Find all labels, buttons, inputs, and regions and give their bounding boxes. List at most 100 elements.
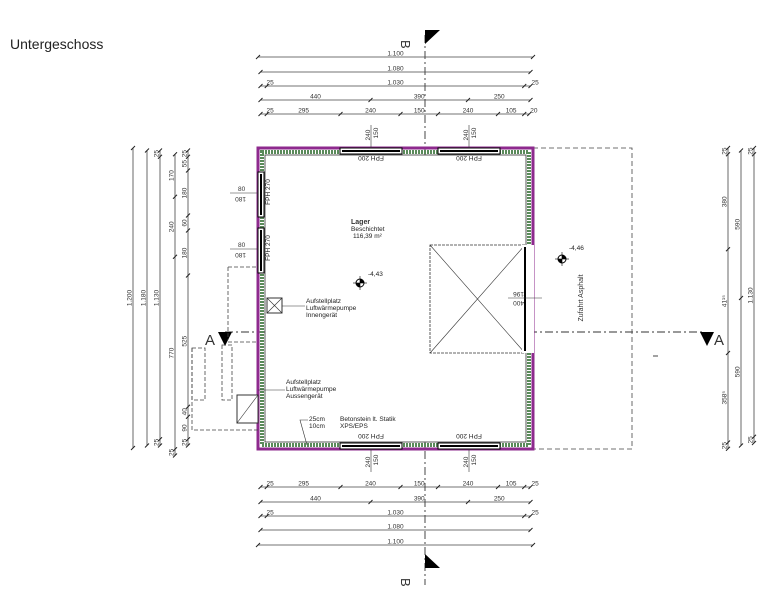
dimension-tick: [130, 145, 136, 151]
dimension-label: 770: [169, 347, 176, 358]
inner-wall: [264, 154, 527, 443]
dimension-label: 25: [267, 108, 275, 115]
dimension-label: 590: [735, 366, 742, 377]
dimension-label: 525: [182, 335, 189, 346]
dimension-label: 25: [182, 150, 189, 158]
dimension-tick: [258, 527, 263, 533]
window-top-1: [339, 147, 403, 155]
dimension-tick: [144, 443, 150, 448]
svg-text:Aufstellplatz: Aufstellplatz: [286, 379, 321, 386]
dimension-tick: [258, 111, 263, 117]
dimension-label: 170: [169, 170, 176, 181]
svg-text:XPS/EPS: XPS/EPS: [340, 423, 368, 430]
dimension-tick: [495, 111, 501, 117]
window-bottom-2-height: 150: [471, 454, 478, 465]
driveway-label: Zufahrt Asphalt: [578, 274, 585, 321]
svg-text:-4,46: -4,46: [569, 245, 584, 252]
dimension-label: 25: [182, 438, 189, 446]
dimension-label: 1.080: [387, 524, 404, 531]
dimension-tick: [185, 148, 191, 153]
window-left-1-height: 180: [235, 195, 246, 202]
dimension-tick: [528, 513, 533, 519]
dimension-tick: [526, 111, 532, 117]
dimension-label: 440: [310, 496, 321, 503]
dimension-label: 25: [267, 510, 275, 517]
dimension-tick: [185, 404, 191, 410]
dimension-tick: [338, 111, 343, 117]
dimension-label: 295: [298, 108, 309, 115]
dimension-label: 1.030: [387, 80, 404, 87]
dimension-tick: [528, 499, 533, 505]
dimension-label: 25: [722, 147, 729, 155]
dimension-tick: [258, 499, 263, 505]
dimension-tick: [185, 414, 191, 420]
dimension-label: 390: [414, 94, 425, 101]
dimension-tick: [368, 499, 373, 505]
dimension-label: 55: [182, 160, 189, 168]
dimension-tick: [264, 111, 270, 117]
indoor-unit-note: Aufstellplatz Luftwärmepumpe Innengerät: [306, 298, 357, 319]
dimension-label: 440: [310, 94, 321, 101]
dimension-tick: [157, 436, 163, 442]
window-top-2-label: FPH 200: [456, 154, 482, 161]
level-marker-outside: -4,46: [555, 245, 584, 266]
dimension-label: 25: [532, 510, 540, 517]
dimension-tick: [521, 484, 527, 490]
dimension-label: 240: [365, 108, 376, 115]
dimension-label: 25: [154, 438, 161, 446]
dimension-label: 1.130: [154, 289, 161, 306]
room-label: Lager Beschichtet 116,39 m²: [351, 219, 385, 240]
window-left-2-height: 180: [235, 251, 246, 258]
dimension-label: 40: [182, 408, 189, 416]
svg-text:Innengerät: Innengerät: [306, 312, 337, 319]
dimension-tick: [725, 440, 731, 445]
window-left-2-label: FPH 270: [265, 235, 272, 261]
dimension-label: 25: [748, 436, 755, 444]
dimension-tick: [368, 97, 373, 103]
dimension-label: 240: [463, 108, 474, 115]
dimension-tick: [185, 273, 191, 278]
dimension-tick: [398, 111, 403, 117]
dimension-tick: [144, 148, 150, 153]
dimension-tick: [528, 527, 533, 533]
window-bottom-2-width: 240: [463, 456, 470, 467]
dimension-label: 1.100: [387, 51, 404, 58]
svg-text:Aufstellplatz: Aufstellplatz: [306, 298, 341, 305]
window-bottom-1-width: 240: [365, 456, 372, 467]
window-top-2-width: 240: [463, 129, 470, 140]
section-b-label-bottom: B: [398, 578, 413, 587]
window-left-1-width: 80: [238, 186, 246, 193]
dimension-tick: [157, 443, 163, 448]
dimension-tick: [185, 213, 191, 218]
window-bottom-1: [339, 442, 403, 450]
window-top-2-height: 150: [471, 127, 478, 138]
dimension-label: 25: [154, 150, 161, 158]
dimension-tick: [264, 484, 270, 490]
window-left-1: [257, 171, 265, 218]
svg-text:Luftwärmepumpe: Luftwärmepumpe: [306, 305, 357, 312]
dimension-label: 25: [722, 442, 729, 450]
dimension-label: 240: [365, 481, 376, 488]
dimension-label: 250: [494, 496, 505, 503]
dimension-tick: [172, 194, 178, 200]
dimension-tick: [751, 151, 757, 157]
window-bottom-2: [437, 442, 501, 450]
section-a-label-right: A: [714, 332, 724, 349]
window-left-1-label: FPH 270: [265, 179, 272, 205]
svg-text:-4,43: -4,43: [368, 271, 383, 278]
door-height: 196: [513, 290, 524, 297]
dimension-label: 590: [735, 218, 742, 229]
window-top-1-width: 240: [365, 129, 372, 140]
dimension-tick: [185, 154, 191, 160]
dimension-tick: [465, 499, 471, 505]
dimension-tick: [185, 443, 191, 448]
dimension-tick: [725, 446, 731, 452]
dimension-tick: [521, 83, 527, 89]
dimension-tick: [258, 513, 263, 519]
dimension-tick: [264, 513, 270, 519]
dimension-label: 1.100: [387, 539, 404, 546]
dimension-label: 25: [532, 481, 540, 488]
drawing-title: Untergeschoss: [10, 36, 104, 52]
dimension-label: 25: [267, 80, 275, 87]
